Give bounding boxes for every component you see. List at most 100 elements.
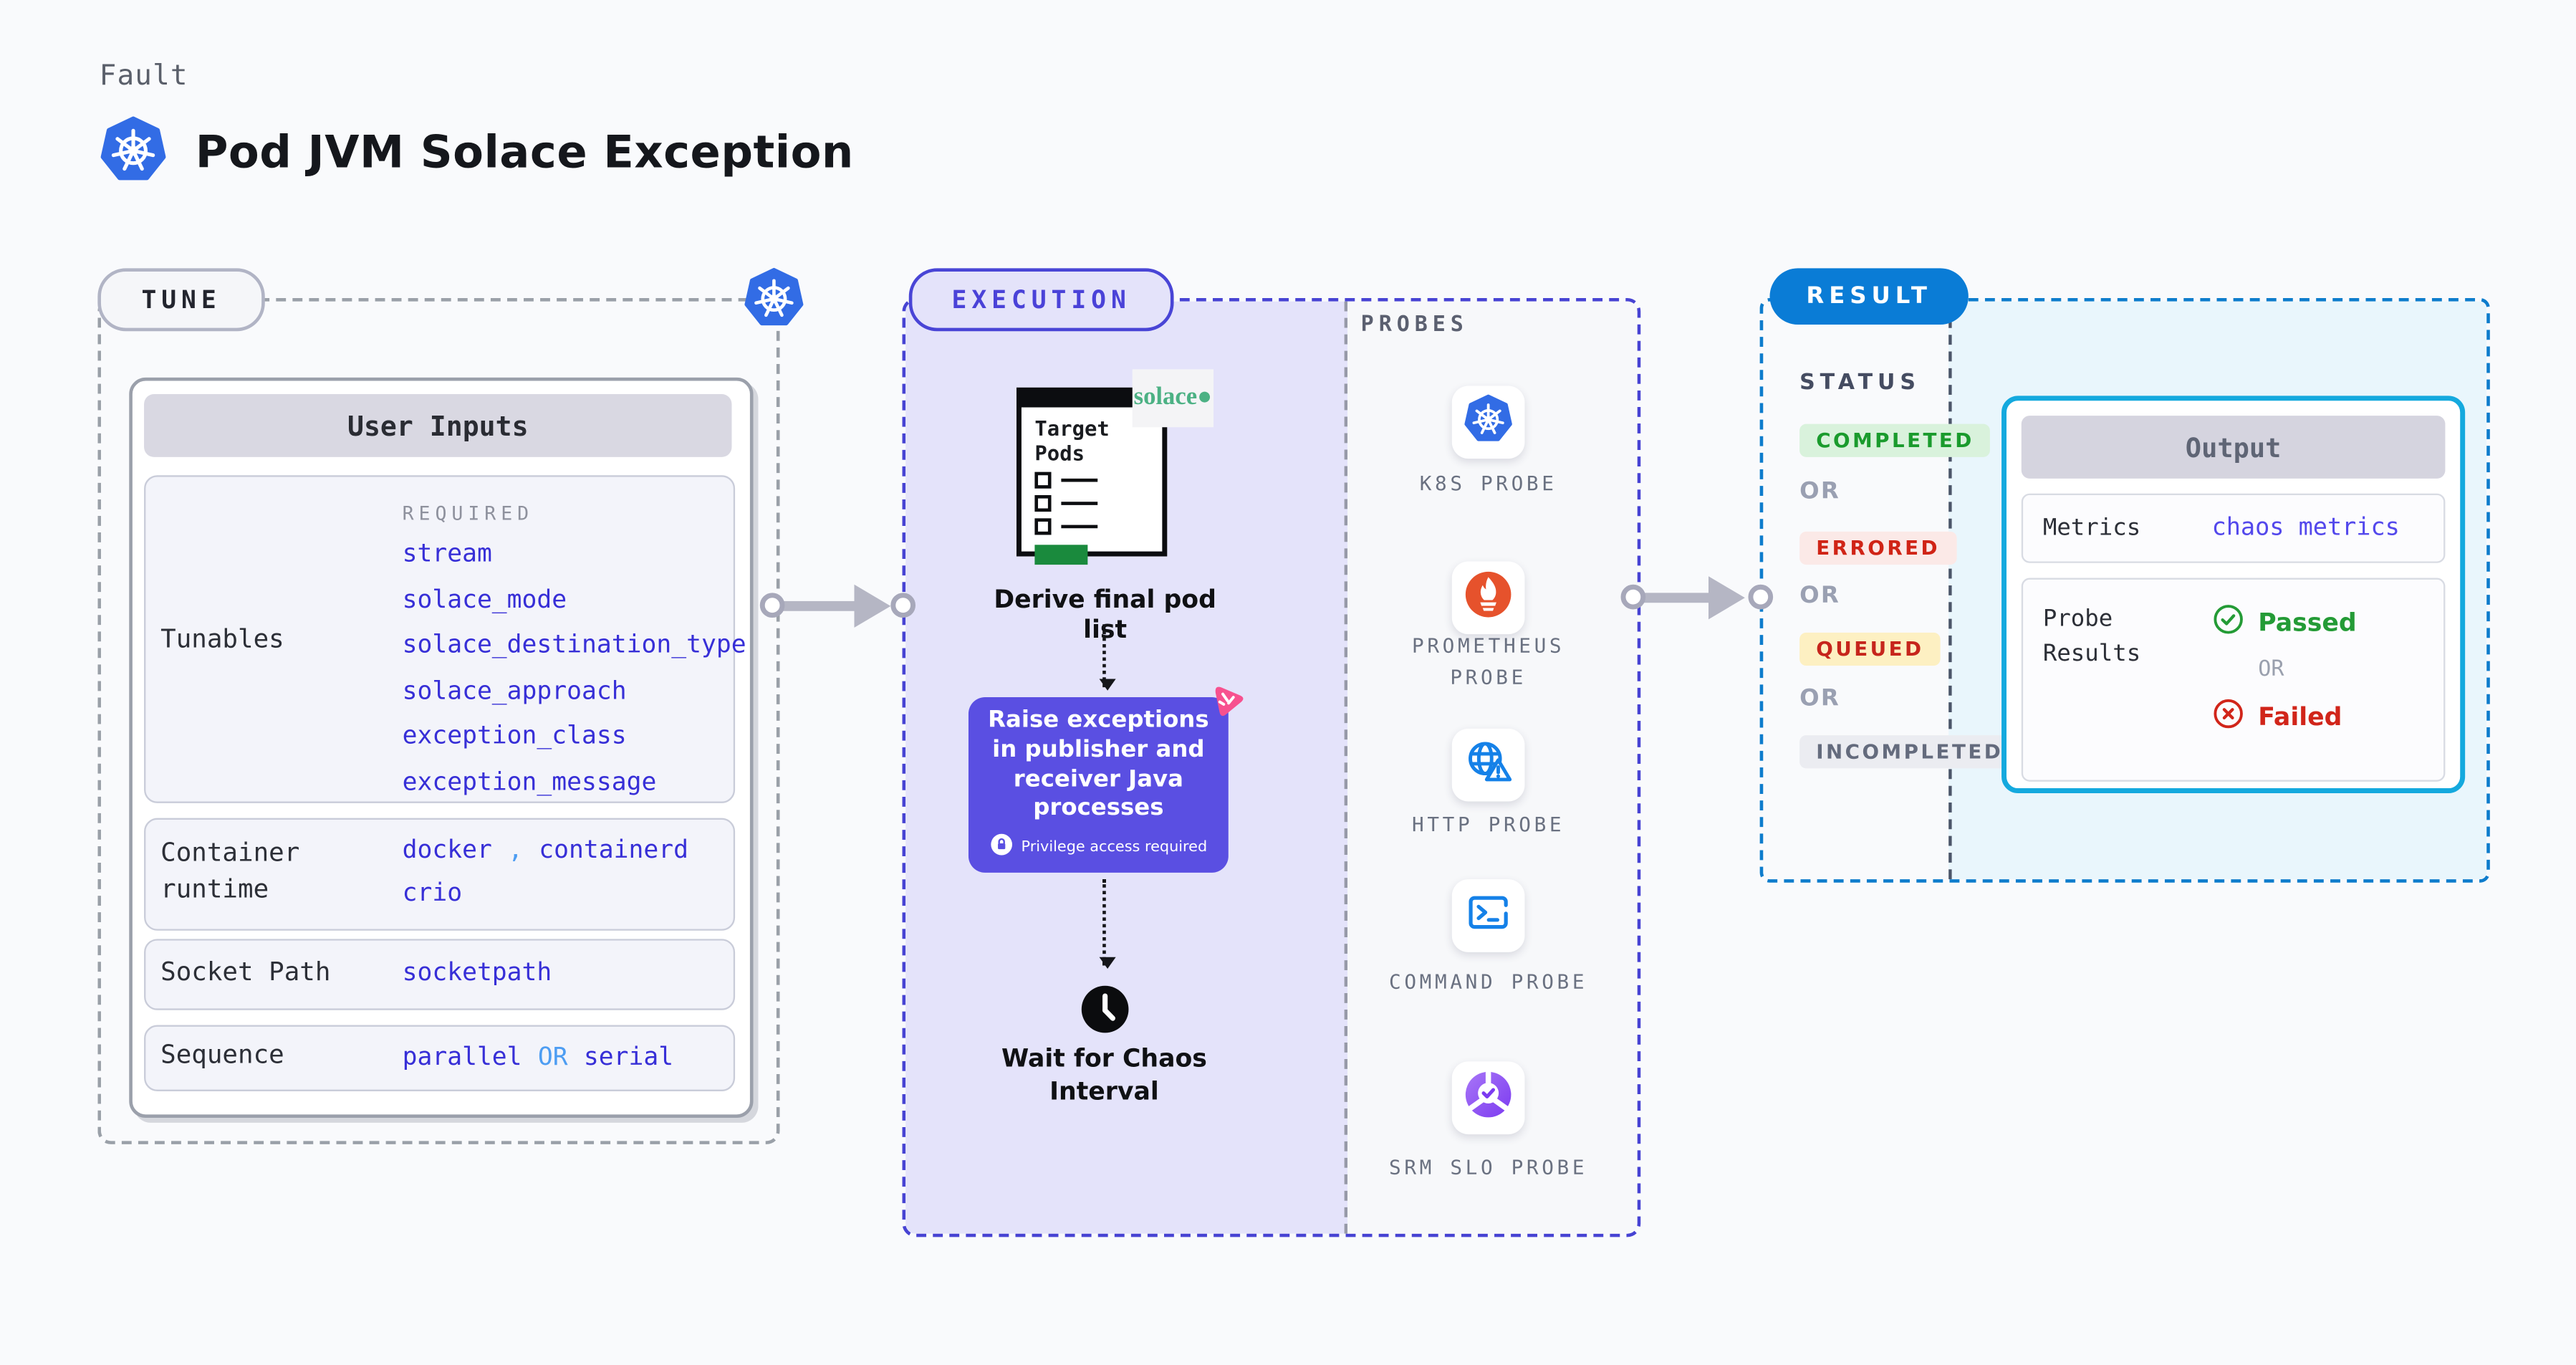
checkbox-icon	[1034, 471, 1052, 489]
k8s-probe-label: K8S PROBE	[1419, 471, 1557, 496]
tunables-panel	[144, 475, 736, 803]
command-probe-card	[1451, 879, 1525, 952]
tune-stage-pill: TUNE	[97, 268, 265, 332]
solace-logo-text: solace	[1133, 384, 1198, 411]
sequence-or: OR	[537, 1041, 568, 1072]
check-circle-icon	[2212, 603, 2245, 642]
checkbox-icon	[1034, 518, 1052, 535]
privilege-note: Privilege access required	[1021, 839, 1208, 856]
probes-label: PROBES	[1360, 312, 1469, 338]
title-row: Pod JVM Solace Exception	[100, 116, 854, 191]
http-probe-card	[1451, 728, 1525, 802]
container-runtime-panel	[144, 818, 736, 931]
green-button-shape	[1034, 545, 1088, 565]
sequence-value-serial: serial	[583, 1041, 674, 1072]
passed-line: Passed	[2212, 603, 2357, 642]
metrics-row: Metrics chaos metrics	[2021, 493, 2446, 563]
status-label: STATUS	[1799, 370, 1921, 396]
kubernetes-icon	[1464, 394, 1513, 451]
kubernetes-icon	[744, 267, 805, 330]
or-separator: OR	[1799, 583, 1841, 610]
chaos-scissors-icon	[1207, 681, 1246, 720]
required-label: REQUIRED	[402, 502, 534, 525]
tunables-label: Tunables	[160, 624, 284, 654]
flow-dotted-arrow	[1099, 879, 1116, 969]
execution-stage-pill: EXECUTION	[908, 268, 1174, 332]
slo-pie-check-icon	[1464, 1070, 1513, 1126]
tunable-value: solace_mode	[402, 583, 567, 614]
metrics-label: Metrics	[2042, 514, 2141, 541]
prometheus-icon	[1464, 570, 1513, 626]
tunable-value: stream	[402, 538, 492, 568]
flow-arrow-head	[854, 584, 891, 628]
output-header: Output	[2021, 416, 2446, 479]
runtime-value-docker: docker	[402, 834, 492, 865]
probe-results-values: Passed OR Failed	[2188, 580, 2357, 737]
list-line	[1061, 525, 1098, 529]
sequence-values: parallel OR serial	[402, 1040, 674, 1072]
output-card: Output Metrics chaos metrics Probe Resul…	[2001, 396, 2466, 793]
srm-slo-probe-label: SRM SLO PROBE	[1389, 1156, 1588, 1179]
tunables-values: stream solace_mode solace_destination_ty…	[403, 538, 746, 795]
command-probe-label: COMMAND PROBE	[1389, 970, 1588, 994]
container-runtime-label: Container runtime	[160, 838, 300, 905]
status-badge-incompleted: INCOMPLETED	[1799, 735, 2020, 769]
connector-dot	[759, 593, 785, 618]
privilege-note-row: Privilege access required	[990, 832, 1208, 863]
probe-results-row: Probe Results Passed OR	[2021, 578, 2446, 782]
socket-path-value: socketpath	[402, 957, 552, 987]
tunable-value: exception_class	[402, 720, 627, 750]
lock-icon	[990, 832, 1013, 863]
clock-icon	[1080, 984, 1131, 1035]
tune-section-box	[97, 297, 780, 1144]
runtime-value-containerd: containerd	[539, 834, 688, 865]
checkbox-icon	[1034, 495, 1052, 512]
http-probe-label: HTTP PROBE	[1412, 813, 1565, 837]
status-badge-completed: COMPLETED	[1799, 423, 1991, 457]
failed-label: Failed	[2258, 701, 2342, 732]
or-separator: OR	[1799, 685, 1841, 712]
or-separator: OR	[1799, 478, 1841, 505]
execution-step-raise-exceptions: Raise exceptions in publisher and receiv…	[968, 696, 1229, 873]
passed-label: Passed	[2258, 608, 2357, 638]
x-circle-icon	[2212, 697, 2245, 737]
kubernetes-icon	[100, 116, 168, 191]
status-badge-queued: QUEUED	[1799, 632, 1941, 666]
flow-arrow-line	[778, 600, 861, 611]
terminal-icon	[1464, 888, 1513, 944]
sequence-label: Sequence	[160, 1040, 284, 1070]
socket-path-panel	[144, 939, 736, 1010]
runtime-separator: ,	[508, 834, 523, 865]
or-separator: OR	[2258, 657, 2284, 683]
sequence-value-parallel: parallel	[402, 1041, 522, 1072]
srm-slo-probe-card	[1451, 1061, 1525, 1135]
connector-dot	[1620, 584, 1646, 610]
runtime-value-crio: crio	[402, 877, 463, 908]
flow-arrow-head	[1708, 576, 1745, 620]
http-globe-warning-icon	[1464, 737, 1513, 793]
window-title-bar	[1019, 391, 1164, 408]
tunable-value: solace_destination_type	[402, 629, 746, 659]
tunable-value: solace_approach	[402, 674, 627, 705]
status-badge-errored: ERRORED	[1799, 531, 1957, 565]
connector-dot	[1748, 584, 1774, 610]
target-pods-title: Target Pods	[1034, 416, 1110, 466]
prometheus-probe-card	[1451, 561, 1525, 635]
page-title: Pod JVM Solace Exception	[195, 127, 854, 179]
user-inputs-header: User Inputs	[144, 394, 732, 457]
solace-logo: solace●	[1132, 369, 1213, 428]
container-runtime-values: docker , containerd	[402, 833, 688, 865]
pod-list-row	[1034, 518, 1162, 535]
tunable-value: exception_message	[402, 765, 657, 796]
failed-line: Failed	[2212, 697, 2357, 737]
fault-eyebrow: Fault	[99, 59, 188, 93]
socket-path-label: Socket Path	[160, 957, 331, 987]
result-stage-pill: RESULT	[1769, 268, 1969, 325]
probe-results-label: Probe Results	[2042, 605, 2141, 668]
list-line	[1061, 478, 1098, 482]
k8s-probe-card	[1451, 385, 1525, 459]
connector-dot	[890, 593, 916, 618]
flow-arrow-line	[1638, 593, 1716, 603]
pod-list-row	[1034, 495, 1162, 512]
